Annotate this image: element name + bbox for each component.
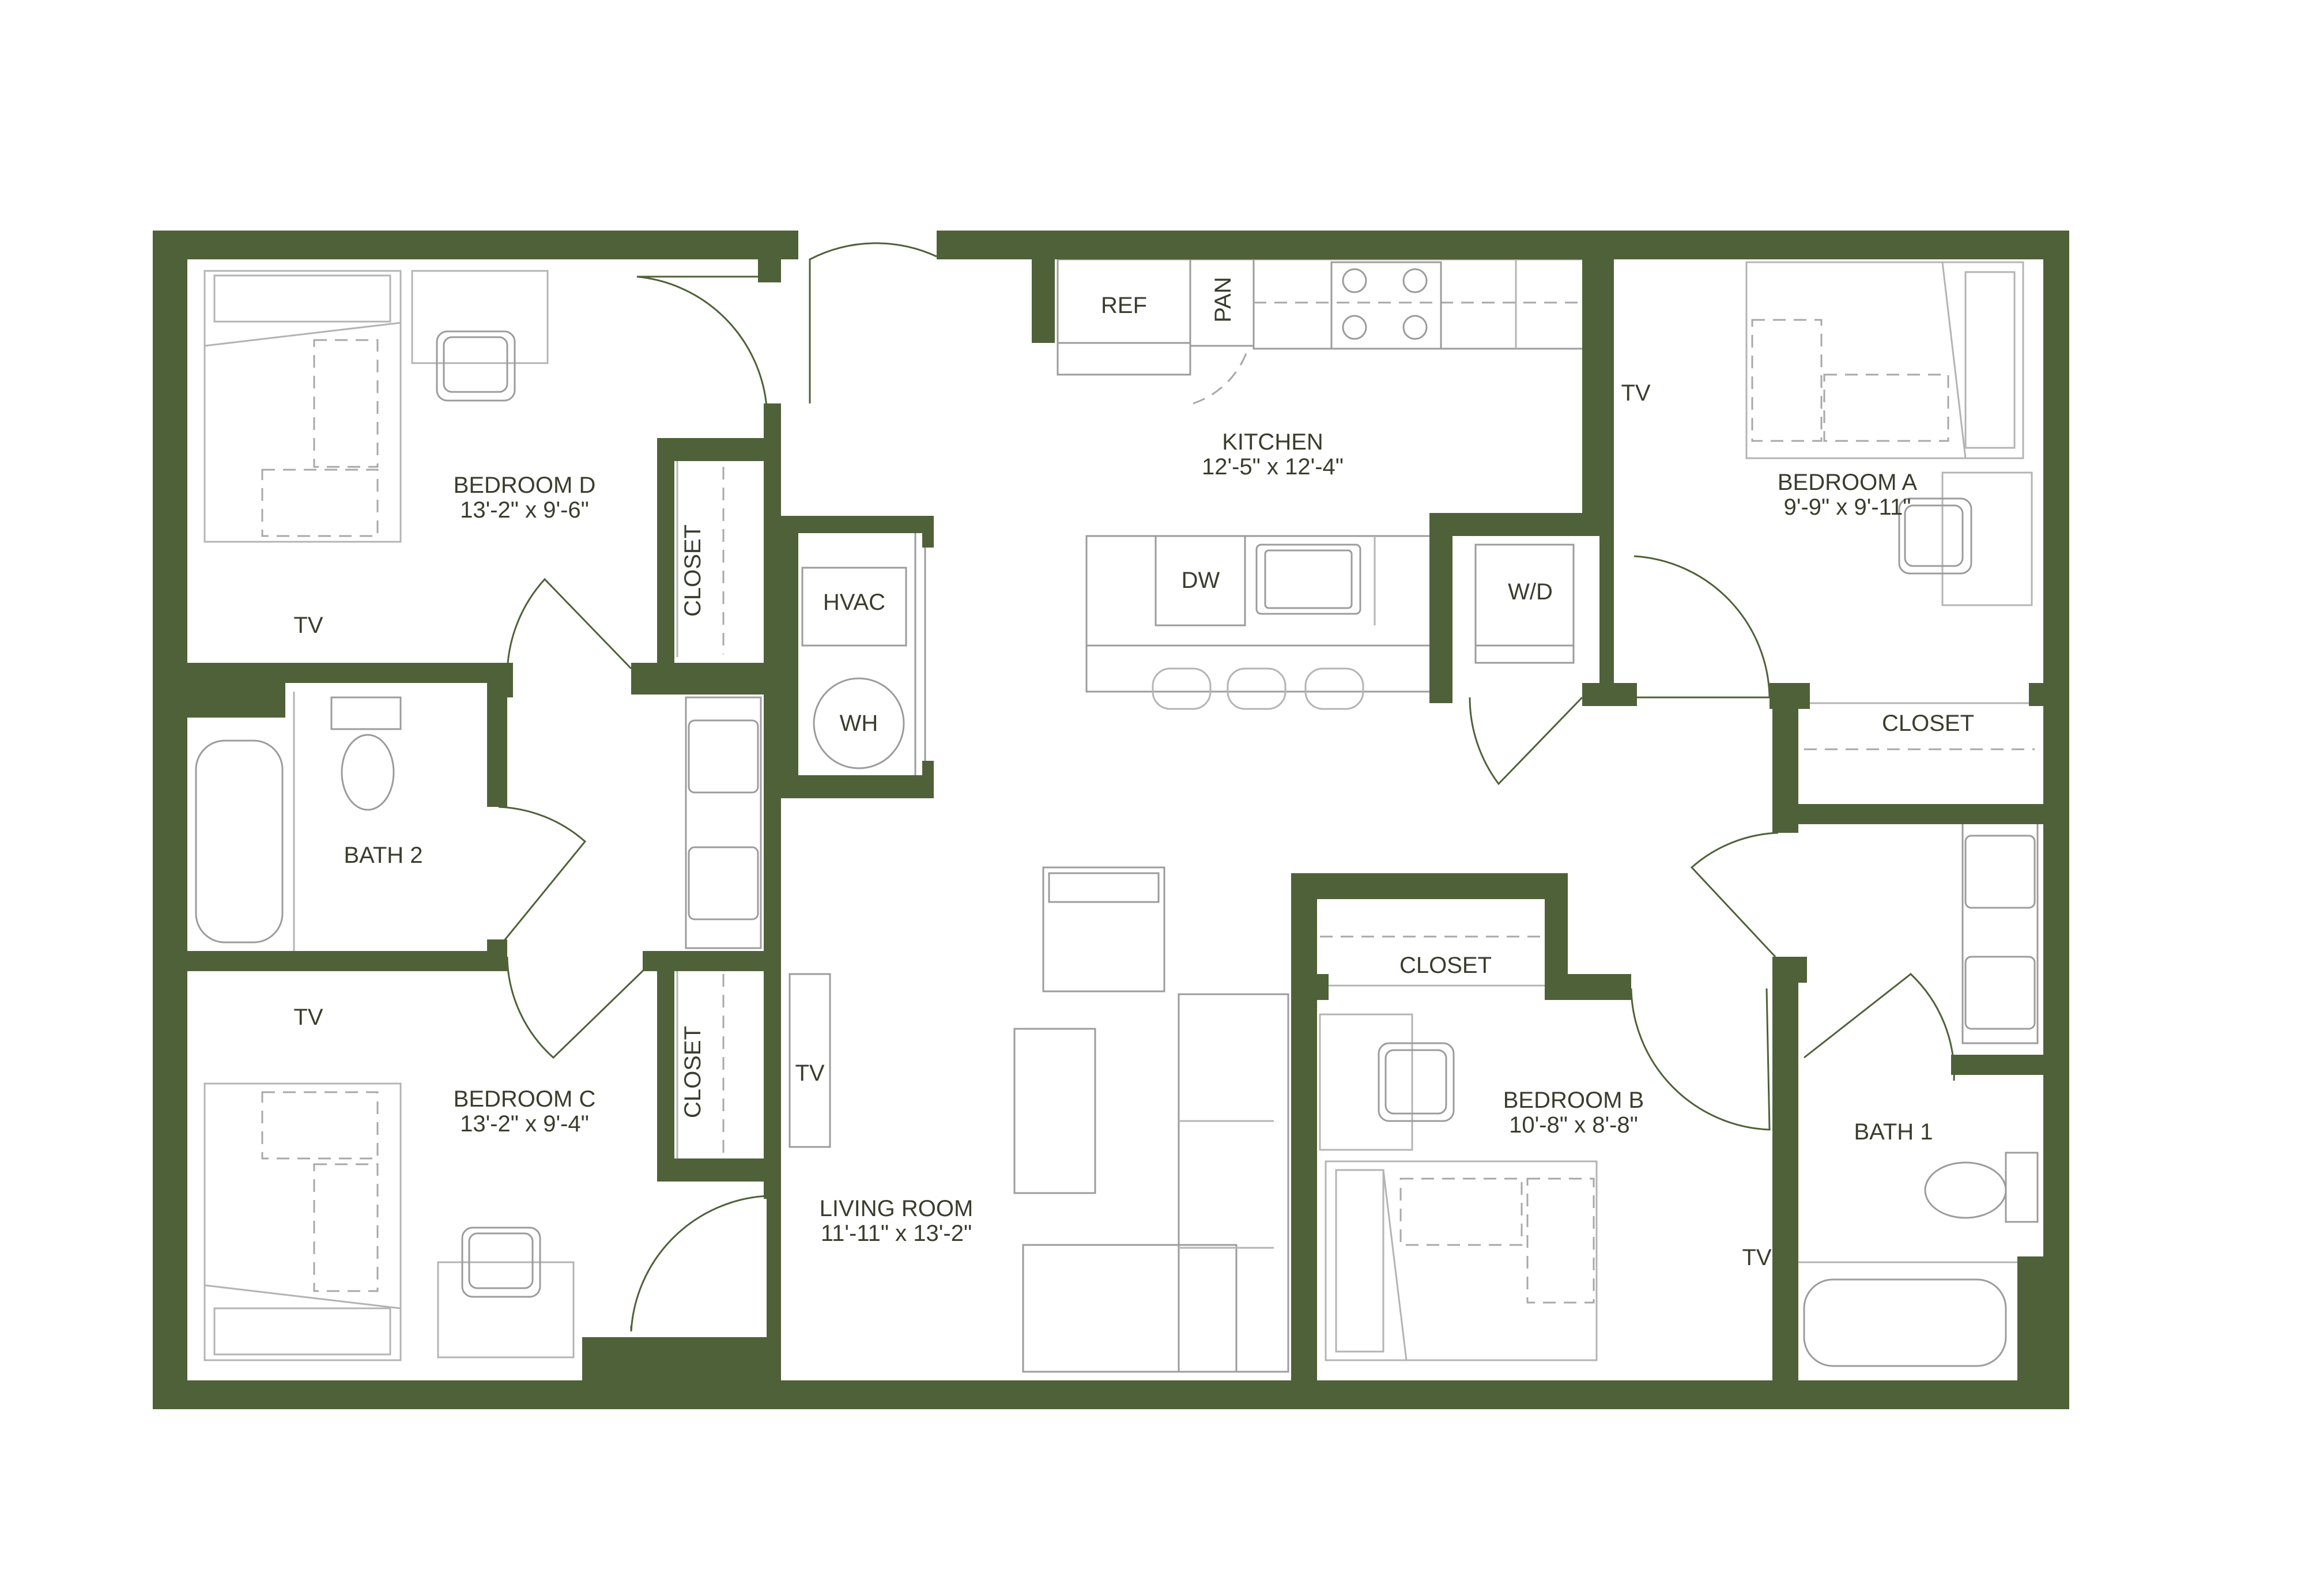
dw-label: DW — [1182, 568, 1220, 593]
closet-c-label: CLOSET — [680, 1026, 705, 1118]
bedroom-b-label: BEDROOM B — [1503, 1088, 1644, 1113]
closet-d-label: CLOSET — [680, 524, 705, 617]
kitchen-dims: 12'-5" x 12'-4" — [1202, 454, 1344, 480]
bath-2-label: BATH 2 — [344, 843, 422, 868]
bedroom-c-label: BEDROOM C — [454, 1086, 596, 1112]
living-room-dims: 11'-11" x 13'-2" — [821, 1221, 972, 1246]
wd-label: W/D — [1508, 579, 1553, 605]
bedroom-d-label: BEDROOM D — [454, 473, 596, 498]
bedroom-c-dims: 13'-2" x 9'-4" — [460, 1111, 589, 1137]
ref-label: REF — [1101, 293, 1147, 318]
bedroom-a-dims: 9'-9" x 9'-11" — [1784, 495, 1911, 520]
closet-a-label: CLOSET — [1882, 711, 1974, 736]
bedroom-d-dims: 13'-2" x 9'-6" — [460, 497, 589, 523]
hvac-label: HVAC — [823, 590, 885, 615]
bedroom-a-label: BEDROOM A — [1778, 470, 1918, 495]
kitchen-label: KITCHEN — [1222, 429, 1323, 455]
tv-bedroom-d: TV — [293, 613, 323, 638]
tv-bedroom-a: TV — [1621, 380, 1650, 406]
closet-b-label: CLOSET — [1399, 953, 1492, 978]
bedroom-b-dims: 10'-8" x 8'-8" — [1509, 1112, 1638, 1138]
labels-layer: BEDROOM D 13'-2" x 9'-6" BEDROOM C 13'-2… — [293, 277, 1974, 1270]
wh-label: WH — [840, 711, 878, 736]
bath-1-label: BATH 1 — [1854, 1119, 1933, 1145]
tv-bedroom-c: TV — [293, 1005, 323, 1030]
living-room-label: LIVING ROOM — [820, 1196, 974, 1221]
tv-bedroom-b: TV — [1742, 1245, 1771, 1270]
tv-living-room: TV — [795, 1060, 824, 1086]
furniture-layer — [195, 258, 2039, 1373]
walls-layer — [153, 231, 2069, 1409]
pan-label: PAN — [1210, 277, 1236, 322]
